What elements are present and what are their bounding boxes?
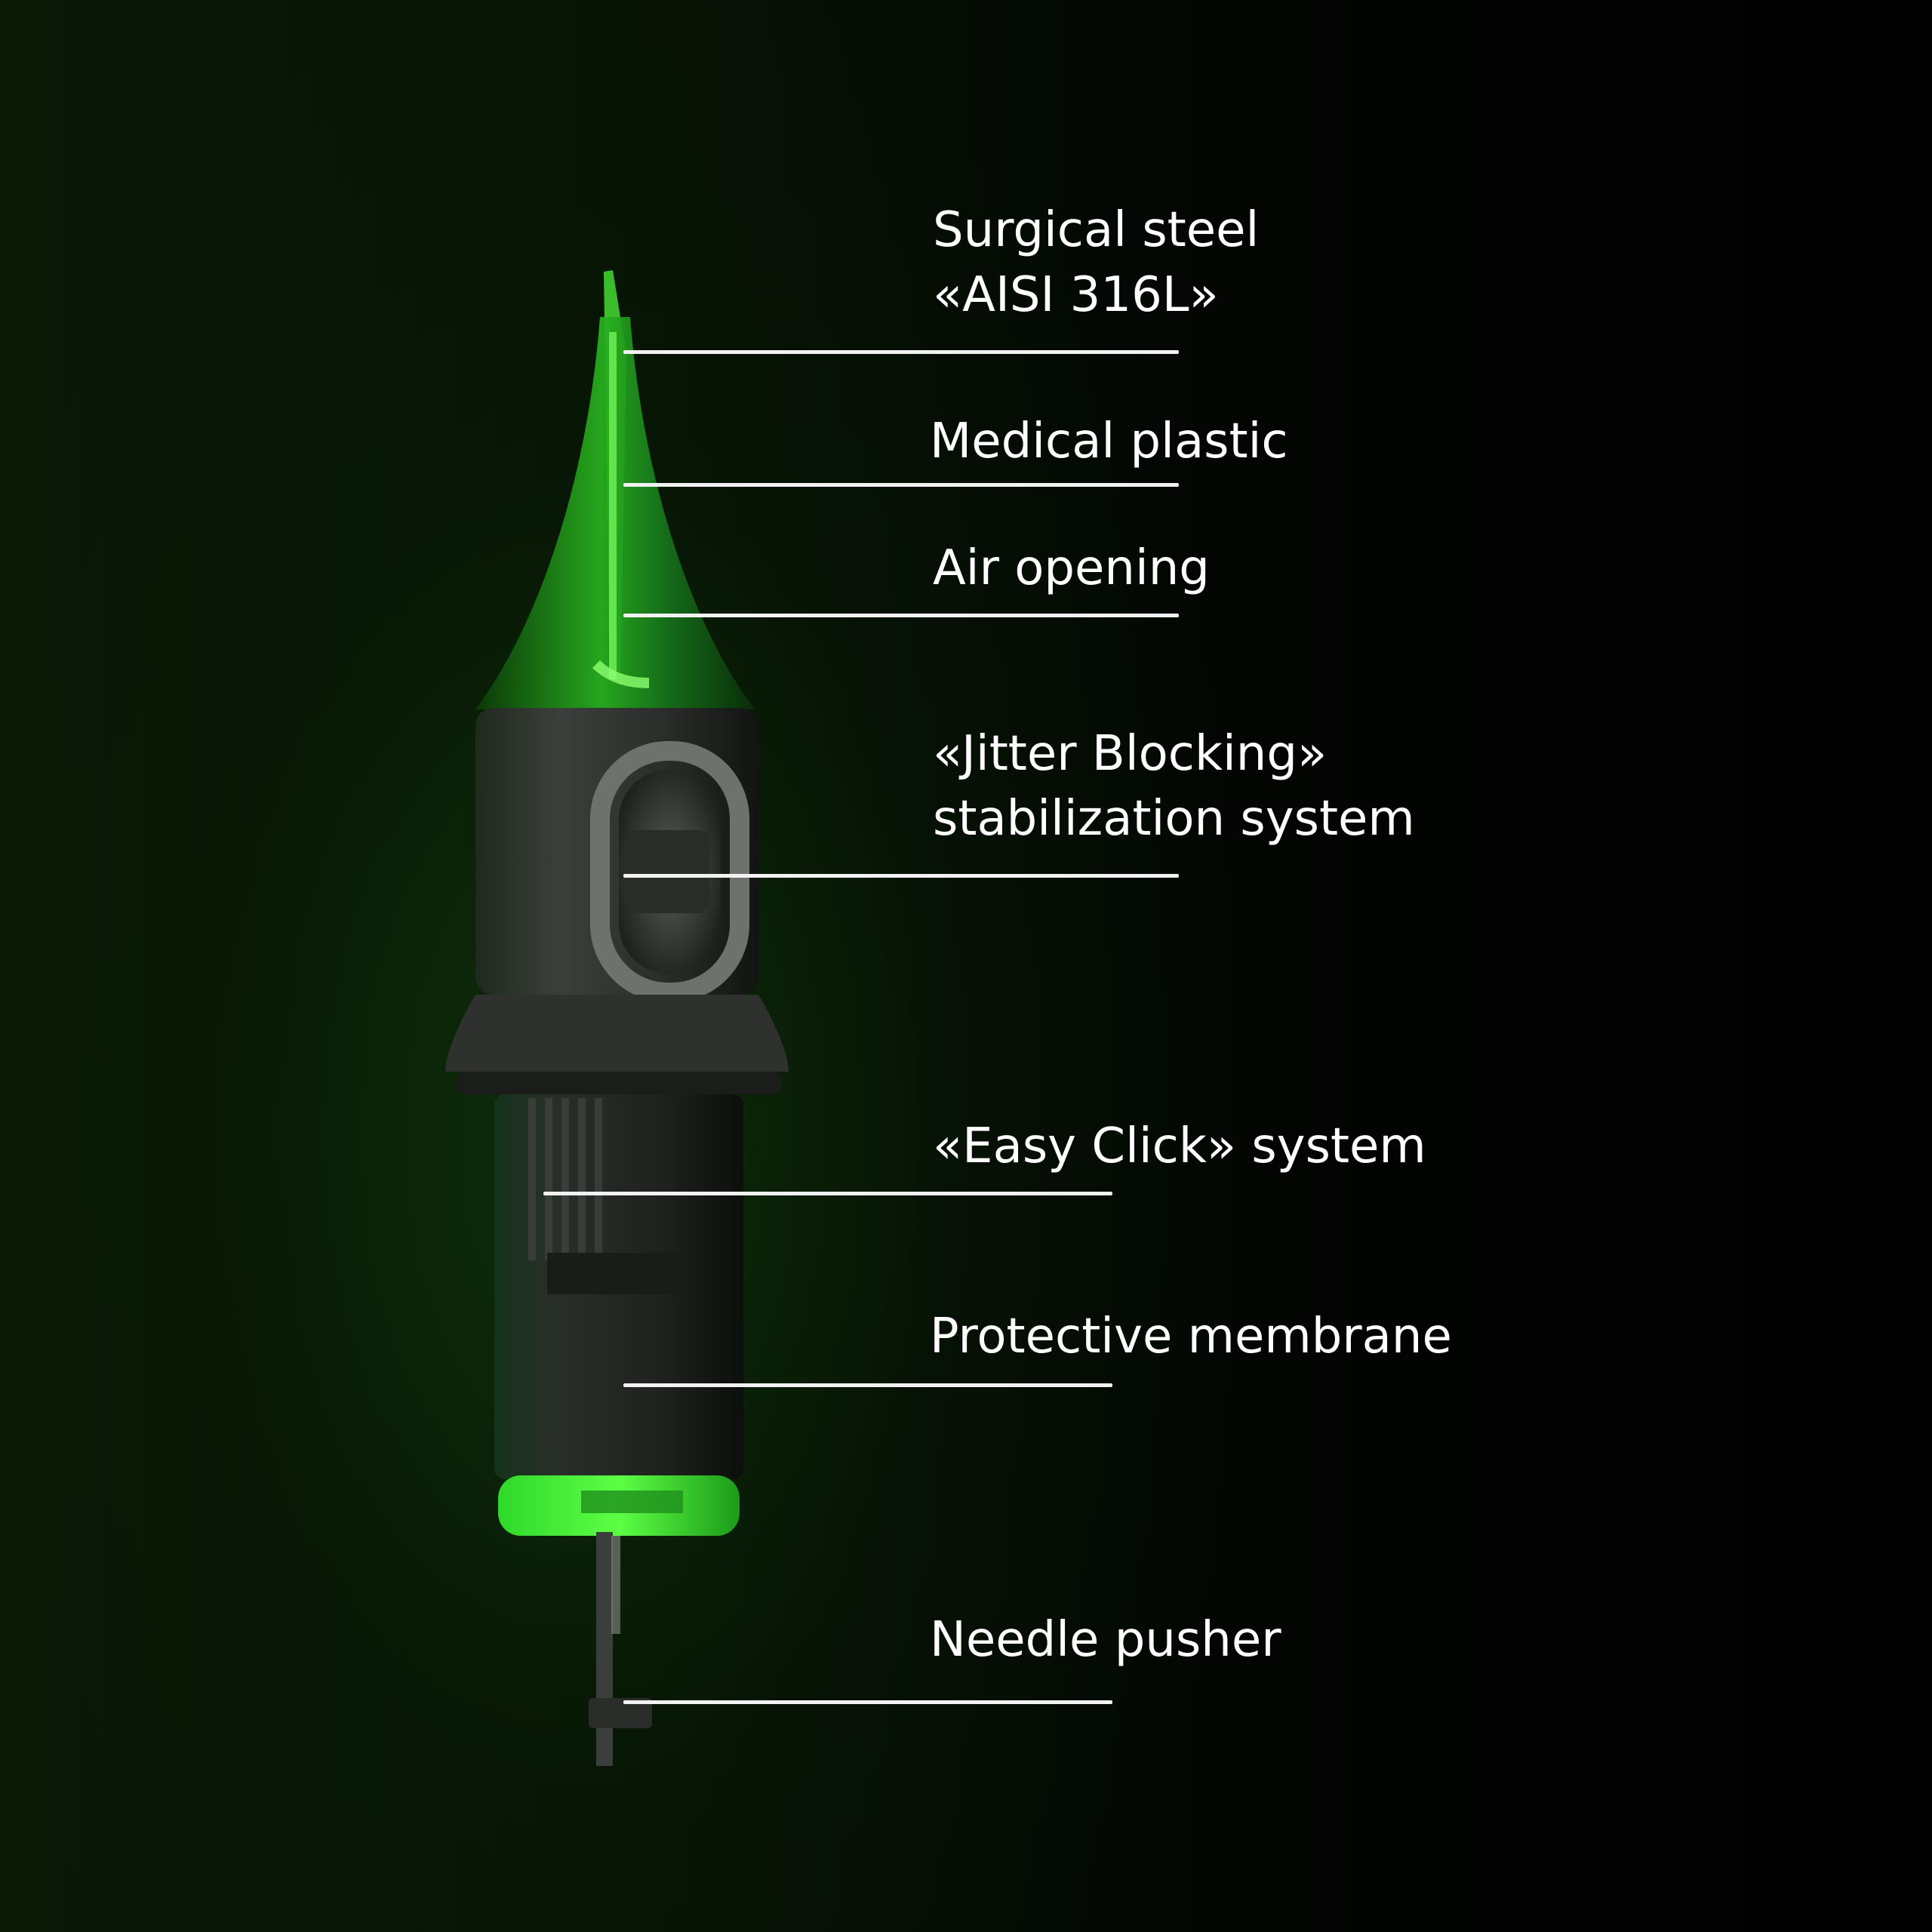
label-surgical-steel: Surgical steel «AISI 316L» (933, 202, 1260, 323)
leader-air-opening (623, 614, 1179, 617)
easy-click-ribs (528, 1098, 602, 1260)
label-protective-membrane: Protective membrane (930, 1309, 1452, 1364)
label-jitter-blocking: «Jitter Blocking» stabilization system (933, 726, 1415, 847)
jitter-window (590, 741, 749, 1002)
leader-needle-pusher (623, 1700, 1112, 1704)
label-medical-plastic: Medical plastic (930, 414, 1288, 469)
leader-easy-click (543, 1192, 1112, 1195)
leader-jitter-blocking (623, 874, 1179, 878)
label-needle-pusher: Needle pusher (930, 1612, 1281, 1668)
label-air-opening: Air opening (933, 540, 1210, 596)
label-easy-click: «Easy Click» system (933, 1118, 1426, 1174)
leader-surgical-steel (623, 350, 1179, 354)
collar (445, 995, 789, 1072)
needle-pusher-rod (596, 1532, 613, 1766)
leader-medical-plastic (623, 483, 1179, 487)
leader-protective-membrane (623, 1383, 1112, 1387)
